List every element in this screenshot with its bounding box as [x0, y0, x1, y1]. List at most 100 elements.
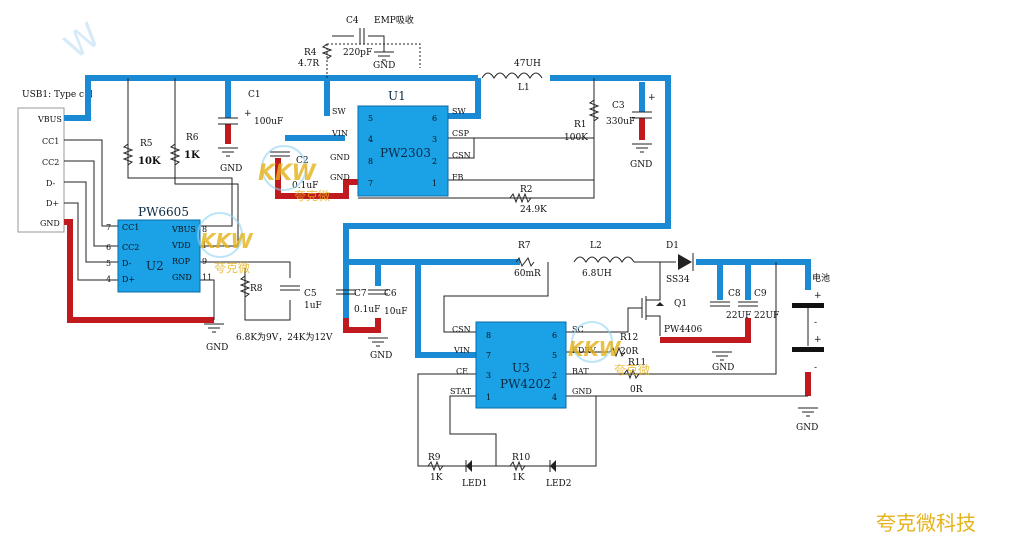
r9-value: 1K	[430, 473, 443, 483]
cc1-wire	[64, 139, 118, 227]
r8-c5-wire	[244, 268, 291, 321]
bat-wire	[566, 262, 777, 375]
u2-gnd-label: GND	[206, 343, 228, 353]
r11-value: 0R	[630, 385, 643, 395]
l2-value: 6.8UH	[582, 269, 612, 279]
c8-ref: C8	[728, 289, 741, 299]
u1-pin8-num: 8	[368, 157, 373, 166]
u2-ref: U2	[146, 259, 164, 273]
u2-part: PW6605	[138, 205, 189, 219]
r5-wire	[127, 78, 233, 227]
usb-pin-cc2: CC2	[42, 158, 59, 167]
battery-minus1: -	[814, 318, 817, 328]
c3-ref: C3	[612, 101, 625, 111]
r4-ref: R4	[304, 48, 317, 58]
l2-wire	[634, 261, 676, 290]
sw-right-stub	[448, 78, 481, 119]
dminus-wire	[64, 181, 118, 263]
c1-gnd-label: GND	[220, 164, 242, 174]
c8-value: 22UF	[726, 311, 751, 321]
u2-pin11-num: 11	[202, 273, 212, 282]
u1-part: PW2303	[380, 146, 431, 160]
r5-value: 10K	[138, 156, 161, 167]
r11-ref: R11	[628, 358, 646, 368]
u1-pin3-num: 3	[432, 135, 437, 144]
c4-symbol	[332, 28, 385, 52]
cc2-wire	[64, 160, 118, 247]
u3-pin2-num: 2	[552, 371, 557, 380]
c7-c6-gnd	[343, 318, 381, 333]
r8-note: 6.8K为9V，24K为12V	[236, 331, 333, 343]
u1-pin-sw-left: SW	[332, 107, 346, 116]
u2-pin5-num: 5	[106, 259, 111, 268]
ce-wire	[417, 373, 476, 467]
u1-pin7-num: 7	[368, 179, 373, 188]
u1-pin6-num: 6	[432, 114, 437, 123]
u1-pin-vin: VIN	[331, 129, 348, 138]
c9-symbol	[738, 301, 758, 307]
c4-gnd-label: GND	[373, 61, 395, 71]
r10-value: 1K	[512, 473, 525, 483]
u2-pin9-num: 9	[202, 257, 207, 266]
c8-c9-gnd	[660, 318, 751, 343]
u3-gnd-wire	[566, 395, 597, 467]
r7-ref: R7	[518, 241, 531, 251]
c3-value: 330uF	[606, 117, 635, 127]
u1-pin-gnd7: GND	[330, 173, 350, 182]
battery-cell1-plate	[792, 303, 824, 308]
u2-pin-gnd: GND	[172, 273, 192, 282]
u3-pin7-num: 7	[486, 351, 491, 360]
u1-chip	[357, 105, 449, 197]
c1-gnd-symbol	[218, 147, 238, 157]
diagonal-watermark: W	[57, 15, 107, 67]
csn-wire	[448, 138, 475, 159]
u2-pin-vbus: VBUS	[171, 225, 196, 234]
r5-symbol	[122, 143, 134, 166]
led1-label: LED1	[462, 479, 488, 489]
c2-value: 0.1uF	[292, 181, 318, 191]
r11-symbol	[623, 368, 640, 380]
c4-value: 220pF	[343, 48, 372, 58]
d1-ref: D1	[666, 241, 679, 251]
battery-gnd-label: GND	[796, 423, 818, 433]
u2-pin-cc1: CC1	[122, 223, 139, 232]
q1-ref: Q1	[674, 299, 687, 309]
u3-chip	[475, 321, 567, 409]
u3-pin-ce: CE	[456, 367, 468, 376]
c8-gnd-label: GND	[712, 363, 734, 373]
stat-wire	[449, 395, 497, 466]
u3-pin-sc: SC	[572, 325, 584, 334]
r7-csn-wire	[443, 262, 549, 333]
dplus-wire	[64, 202, 118, 281]
u1-pin-csp: CSP	[452, 129, 470, 138]
led1-symbol	[466, 460, 472, 472]
u2-gnd-symbol	[204, 323, 224, 333]
u3-pin-stat: STAT	[450, 387, 472, 396]
r2-symbol	[509, 192, 532, 204]
battery-gnd-symbol	[798, 407, 818, 417]
c6-value: 10uF	[384, 307, 408, 317]
battery-plus1: +	[814, 291, 822, 301]
u1-pin-gnd8: GND	[330, 153, 350, 162]
r7-value: 60mR	[514, 269, 541, 279]
c4-ref: C4	[346, 16, 359, 26]
watermark-cn-2: 夸克微	[294, 189, 330, 203]
u1-ref: U1	[388, 89, 406, 103]
watermark-ring-3	[571, 321, 613, 363]
r4-value: 4.7R	[298, 59, 319, 69]
c1-ref: C1	[248, 90, 261, 100]
u3-pin5-num: 5	[552, 351, 557, 360]
u3-pin8-num: 8	[486, 331, 491, 340]
r10-ref: R10	[512, 453, 531, 463]
u1-pin-sw-right: SW	[452, 107, 466, 116]
watermark-cn-1: 夸克微	[214, 261, 250, 275]
c9-ref: C9	[754, 289, 767, 299]
u3-pin1-num: 1	[486, 393, 491, 402]
u3-vin-net	[415, 262, 476, 358]
vbus-net	[64, 75, 478, 121]
u3-pin-gnd: GND	[572, 387, 592, 396]
c6-ref: C6	[384, 289, 397, 299]
usb-connector	[17, 107, 65, 233]
u1-pin4-num: 4	[368, 135, 373, 144]
